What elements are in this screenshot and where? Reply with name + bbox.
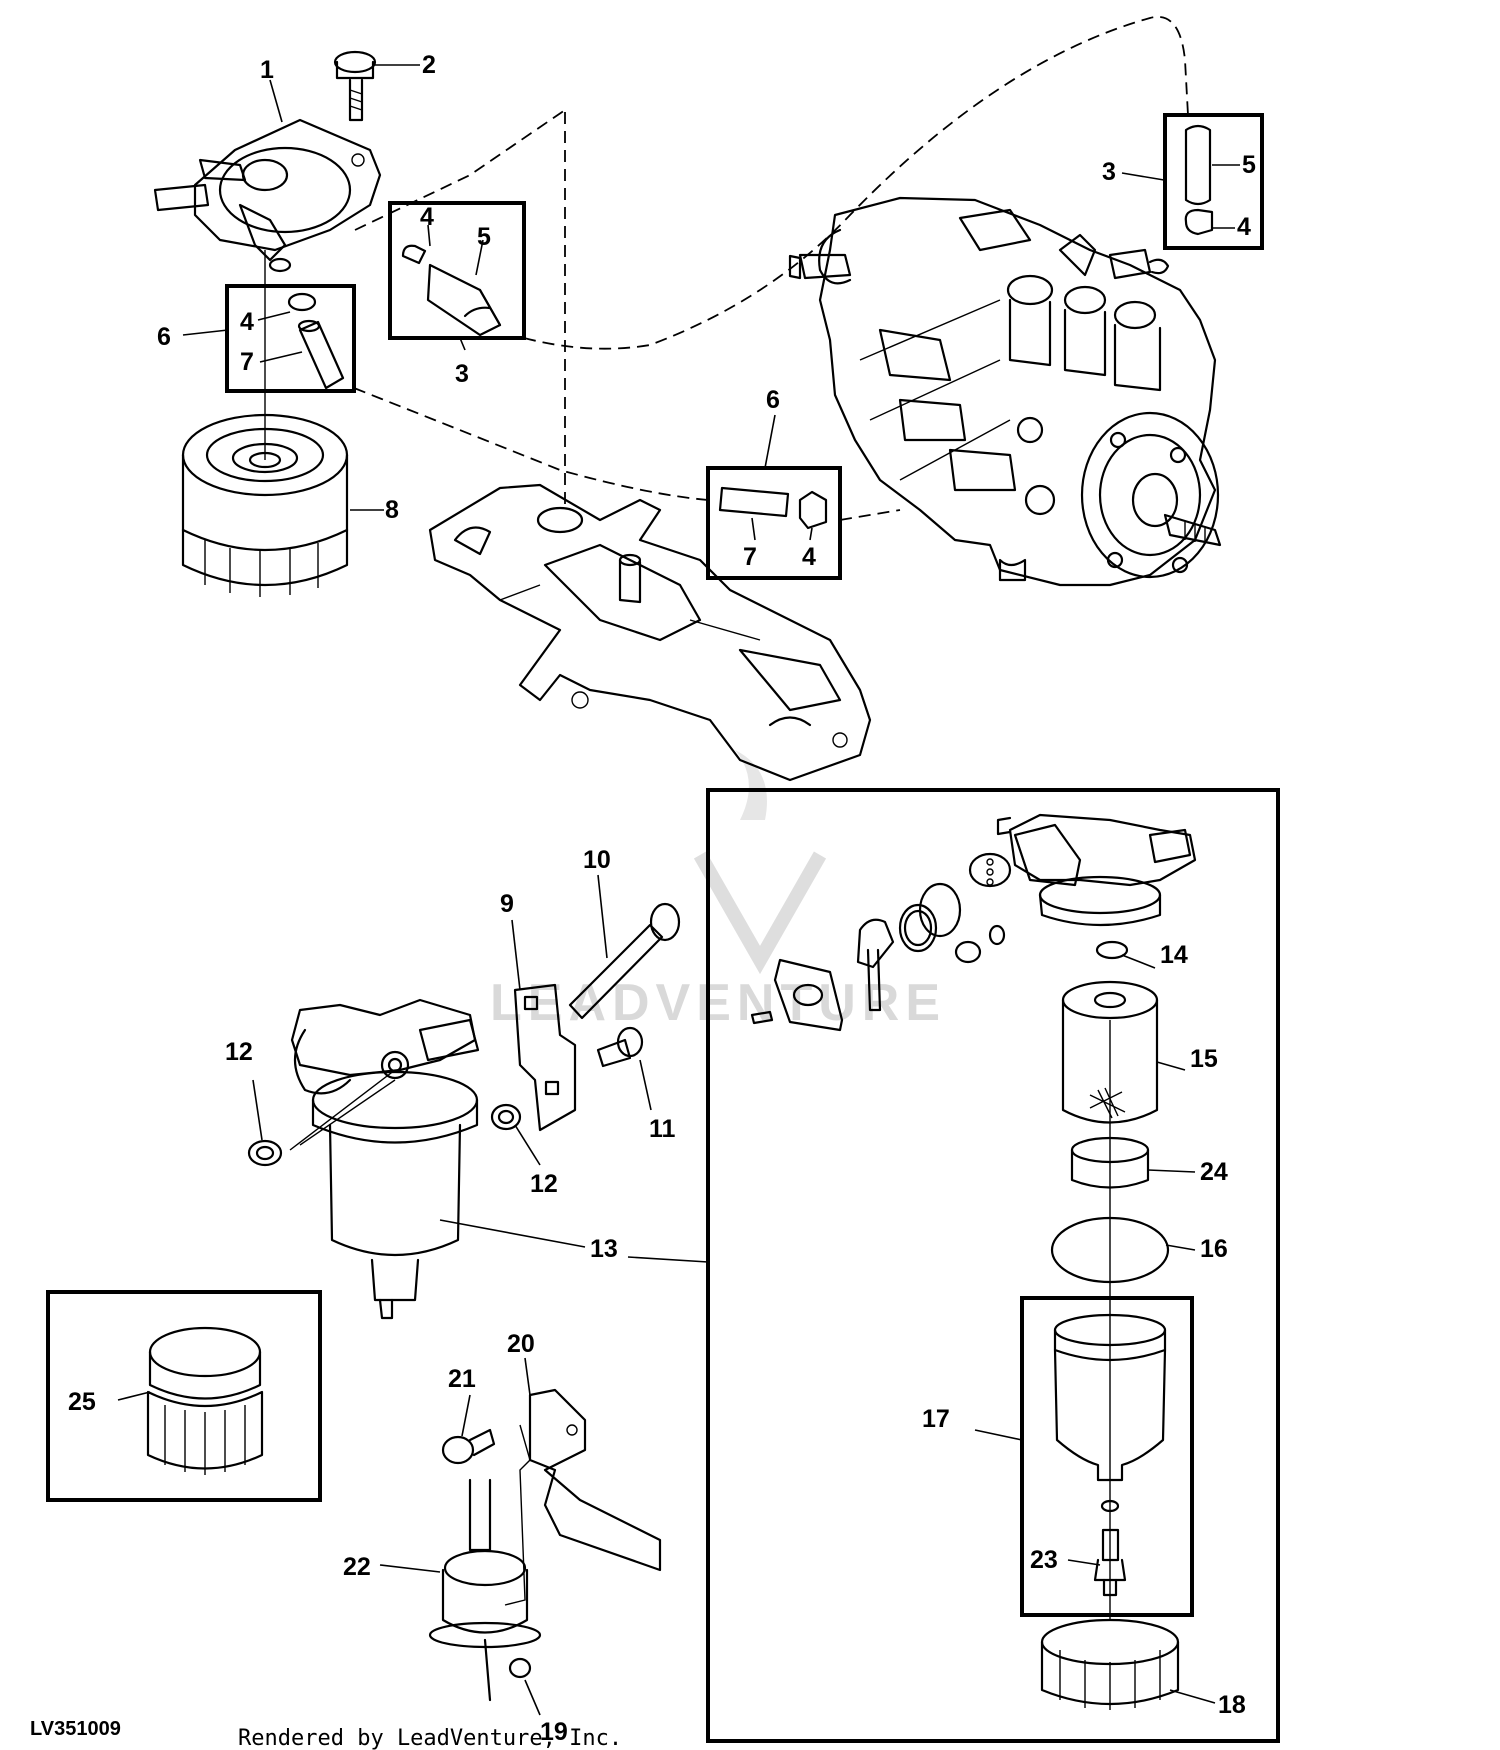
callout-6-left: 6 xyxy=(157,323,171,351)
callout-18: 18 xyxy=(1218,1691,1246,1719)
nut-12-right xyxy=(490,1103,522,1131)
fuel-lines xyxy=(264,16,1189,521)
callout-3-right: 3 xyxy=(1102,158,1116,186)
bracket-20 xyxy=(504,1388,662,1606)
hose-kit-3-right xyxy=(1163,113,1264,250)
cap-25-box xyxy=(46,1290,322,1502)
callout-3-left: 3 xyxy=(455,360,469,388)
intake-manifold xyxy=(428,483,872,782)
hose-kit-6-left xyxy=(225,284,356,393)
hose-kit-6-right xyxy=(706,466,842,580)
watermark: LEADVENTURE xyxy=(490,750,946,1032)
callout-20: 20 xyxy=(507,1330,535,1358)
bolt-part xyxy=(333,50,377,122)
mounting-bracket-9 xyxy=(513,983,577,1132)
figure-id: LV351009 xyxy=(30,1718,121,1740)
head-small-parts xyxy=(750,852,1012,1032)
callout-8: 8 xyxy=(385,496,399,524)
callout-11: 11 xyxy=(649,1115,676,1143)
bolt-11 xyxy=(596,1026,644,1068)
filter-head-assembly xyxy=(153,118,382,273)
callout-7-left: 7 xyxy=(240,348,254,376)
callouts: 1 2 4 5 3 6 4 7 8 3 5 4 6 7 4 9 10 11 12… xyxy=(68,51,1256,1746)
callout-6-right: 6 xyxy=(766,386,780,414)
callout-4-left-top: 4 xyxy=(420,203,434,231)
callout-13: 13 xyxy=(590,1235,618,1263)
long-bolt-10 xyxy=(568,902,681,1020)
leader-lines xyxy=(117,64,1240,1716)
callout-2: 2 xyxy=(422,51,436,79)
callout-7-right: 7 xyxy=(743,543,757,571)
exploded-filter-box xyxy=(706,788,1280,1743)
callout-17: 17 xyxy=(922,1405,950,1433)
callout-9: 9 xyxy=(500,890,514,918)
sediment-bowl-assembly xyxy=(247,998,480,1320)
callout-14: 14 xyxy=(1160,941,1188,969)
filter-head-exploded xyxy=(996,813,1197,927)
callout-21: 21 xyxy=(448,1365,476,1393)
callout-5-left: 5 xyxy=(477,223,491,251)
callout-1: 1 xyxy=(260,56,274,84)
callout-23: 23 xyxy=(1030,1546,1058,1574)
o-ring-14 xyxy=(1095,940,1129,960)
callout-19: 19 xyxy=(540,1718,568,1746)
callout-12-left: 12 xyxy=(225,1038,253,1066)
callout-10: 10 xyxy=(583,846,611,874)
callout-4-right-box: 4 xyxy=(1237,213,1251,241)
credit-line: Rendered by LeadVenture, Inc. xyxy=(238,1726,622,1750)
callout-15: 15 xyxy=(1190,1045,1218,1073)
callout-5-right: 5 xyxy=(1242,151,1256,179)
bolt-21 xyxy=(441,1428,496,1465)
callout-24: 24 xyxy=(1200,1158,1228,1186)
callout-12-right: 12 xyxy=(530,1170,558,1198)
callout-4-right-pump: 4 xyxy=(802,543,816,571)
callout-22: 22 xyxy=(343,1553,371,1581)
callout-4-left-box: 4 xyxy=(240,308,254,336)
callout-16: 16 xyxy=(1200,1235,1228,1263)
water-sensor-22 xyxy=(428,1478,542,1702)
watermark-text: LEADVENTURE xyxy=(490,974,946,1032)
callout-25: 25 xyxy=(68,1388,96,1416)
injection-pump xyxy=(788,196,1222,587)
hose-kit-3-left xyxy=(388,201,526,340)
ring-nut-18 xyxy=(1040,1020,1180,1710)
